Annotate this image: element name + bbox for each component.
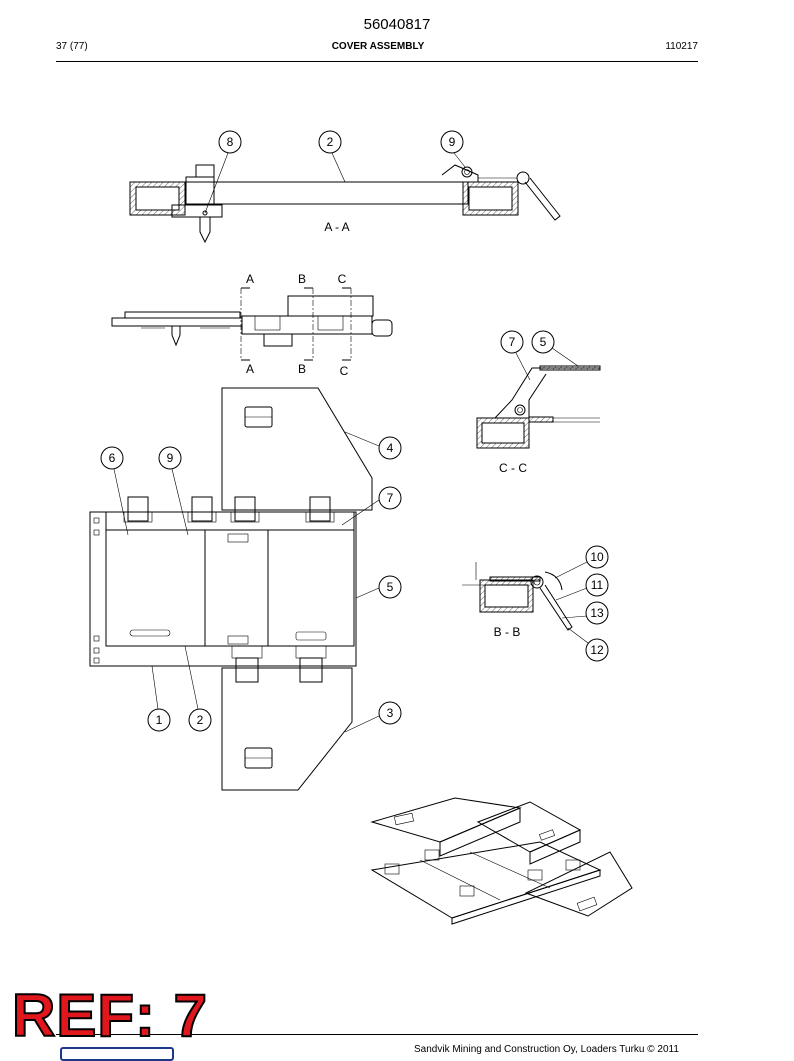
callout-10: 10 [554, 545, 609, 579]
svg-text:7: 7 [509, 335, 516, 349]
callout-13: 13 [561, 601, 609, 625]
cut-line-b [304, 287, 314, 361]
svg-text:2: 2 [197, 713, 204, 727]
callout-8: 8 [204, 130, 242, 214]
section-bb-view [462, 562, 573, 631]
cut-a-bottom-label: A [246, 362, 254, 376]
svg-text:13: 13 [590, 606, 604, 620]
callout-4: 4 [344, 431, 402, 460]
svg-text:8: 8 [227, 135, 234, 149]
section-bb-label: B - B [494, 625, 521, 639]
svg-text:1: 1 [156, 713, 163, 727]
footer-rule [56, 1034, 698, 1035]
svg-text:9: 9 [449, 135, 456, 149]
callout-2: 2 [184, 645, 212, 732]
cut-line-c [342, 287, 352, 361]
callout-5: 5 [355, 575, 402, 599]
isometric-view [370, 797, 633, 925]
section-cc-view [476, 365, 601, 449]
callout-7: 7 [341, 486, 402, 526]
callout-12: 12 [567, 627, 609, 662]
reference-stamp: REF: 7 [11, 982, 209, 1049]
svg-text:3: 3 [387, 706, 394, 720]
svg-text:6: 6 [109, 451, 116, 465]
svg-text:5: 5 [387, 580, 394, 594]
svg-text:2: 2 [327, 135, 334, 149]
callout-9-top: 9 [440, 130, 466, 168]
cut-b-top-label: B [298, 272, 306, 286]
callout-5-cc: 5 [531, 330, 579, 367]
section-aa-label: A - A [324, 220, 349, 234]
logo-bar [60, 1047, 174, 1061]
side-view [111, 295, 393, 347]
callout-1: 1 [147, 665, 171, 732]
callout-7-cc: 7 [500, 330, 531, 381]
footer-copyright: Sandvik Mining and Construction Oy, Load… [414, 1044, 679, 1055]
callout-2-top: 2 [318, 130, 346, 183]
svg-text:7: 7 [387, 491, 394, 505]
section-cc-label: C - C [499, 461, 527, 475]
svg-text:4: 4 [387, 441, 394, 455]
svg-text:10: 10 [590, 550, 604, 564]
plan-view [89, 387, 373, 791]
page-title: COVER ASSEMBLY [331, 41, 425, 52]
cut-line-a [240, 287, 250, 361]
callout-9: 9 [158, 446, 189, 536]
document-number: 56040817 [363, 16, 431, 33]
cut-c-bottom-label: C [340, 364, 349, 378]
header-rule [56, 61, 698, 62]
section-aa-view [129, 164, 561, 244]
callout-11: 11 [555, 573, 609, 601]
revision-code: 110217 [665, 41, 698, 52]
cut-c-top-label: C [338, 272, 347, 286]
callout-6: 6 [100, 446, 129, 536]
svg-text:5: 5 [540, 335, 547, 349]
svg-text:11: 11 [591, 578, 604, 592]
svg-text:9: 9 [167, 451, 174, 465]
callout-3: 3 [344, 701, 402, 733]
page-count: 37 (77) [56, 41, 88, 52]
svg-text:12: 12 [590, 643, 604, 657]
cut-a-top-label: A [246, 272, 254, 286]
cut-b-bottom-label: B [298, 362, 306, 376]
